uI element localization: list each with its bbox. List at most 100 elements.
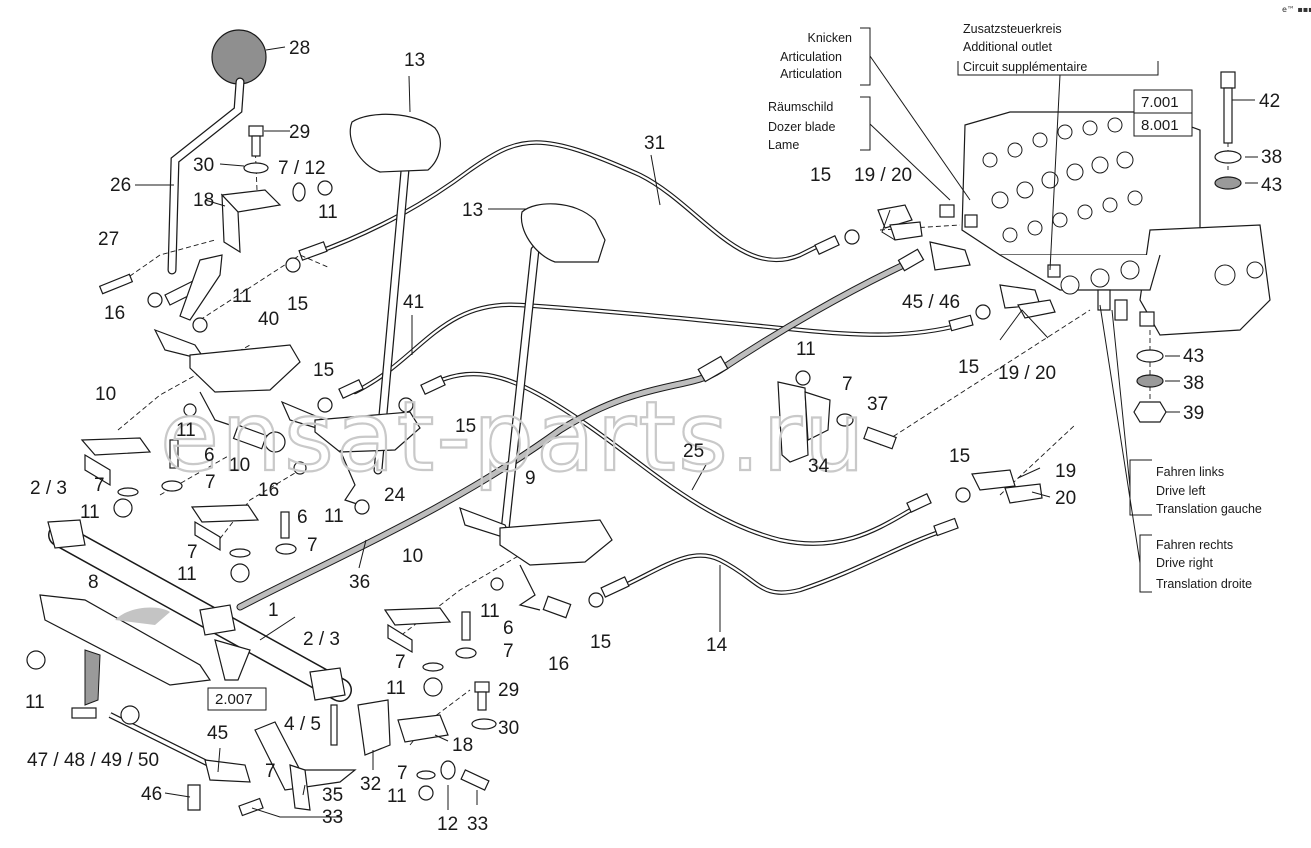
label-articulation-fr: Articulation [780,67,842,81]
callout-35: 35 [322,785,343,806]
group-brackets [860,27,1159,593]
callout-16: 16 [258,480,279,501]
callout-15: 15 [810,165,831,186]
hardware-parts [26,71,1242,817]
label-drive-right-de: Fahren rechts [1156,538,1233,552]
callout-15: 15 [590,632,611,653]
callout-38: 38 [1183,373,1204,394]
callout-13: 13 [404,50,425,71]
callout-6: 6 [503,618,514,639]
callout-36: 36 [349,572,370,593]
callout-43: 43 [1183,346,1204,367]
callout-30: 30 [498,718,519,739]
ref-8001: 8.001 [1141,117,1179,134]
callout-11: 11 [80,502,100,523]
callout-47-48-49-50: 47 / 48 / 49 / 50 [27,750,159,771]
callout-29: 29 [289,122,310,143]
callout-7: 7 [397,763,408,784]
callout-19-20: 19 / 20 [998,363,1056,384]
label-drive-right-en: Drive right [1156,556,1213,570]
callout-30: 30 [193,155,214,176]
label-drive-left-fr: Translation gauche [1156,502,1262,516]
callout-37: 37 [867,394,888,415]
callout-41: 41 [403,292,424,313]
callout-31: 31 [644,133,665,154]
callout-25: 25 [683,441,704,462]
group-labels: Knicken Articulation Articulation Räumsc… [768,22,1262,591]
leader-lines [135,46,1258,818]
callout-16: 16 [548,654,569,675]
callout-10: 10 [95,384,116,405]
label-dozer-fr: Lame [768,138,799,152]
callout-11: 11 [387,786,407,807]
label-dozer-de: Räumschild [768,100,833,114]
callout-9: 9 [525,468,536,489]
callout-24: 24 [384,485,406,506]
label-articulation-en: Articulation [780,50,842,64]
callout-34: 34 [808,456,830,477]
callout-45: 45 [207,723,228,744]
callout-11: 11 [176,420,196,441]
callout-2-3: 2 / 3 [30,478,67,499]
label-drive-left-en: Drive left [1156,484,1206,498]
callout-2-3: 2 / 3 [303,629,340,650]
callout-40: 40 [258,309,279,330]
callout-12: 12 [437,814,458,835]
label-additional-de: Zusatzsteuerkreis [963,22,1062,36]
control-valve-block [939,111,1271,336]
corner-mark: e™ ▪▪▪ [1282,5,1311,14]
callout-11: 11 [386,678,406,699]
callout-27: 27 [98,229,119,250]
callout-39: 39 [1183,403,1204,424]
callout-26: 26 [110,175,131,196]
callout-43: 43 [1261,175,1282,196]
callout-11: 11 [177,564,197,585]
callout-19-20: 19 / 20 [854,165,912,186]
callout-46: 46 [141,784,162,805]
callout-11: 11 [25,692,45,713]
callout-14: 14 [706,635,728,656]
callout-7-12: 7 / 12 [278,158,326,179]
callout-13: 13 [462,200,483,221]
label-drive-right-fr: Translation droite [1156,577,1252,591]
reference-boxes: 7.001 8.001 2.007 [207,89,1193,711]
watermark: ensat-parts.ru [160,381,867,493]
callout-29: 29 [498,680,519,701]
callout-11: 11 [480,601,500,622]
callout-18: 18 [452,735,473,756]
callout-28: 28 [289,38,310,59]
callout-6: 6 [297,507,308,528]
callout-11: 11 [324,506,344,527]
callout-15: 15 [958,357,979,378]
callout-32: 32 [360,774,381,795]
callout-33: 33 [322,807,343,828]
callout-7: 7 [205,472,216,493]
callout-7: 7 [265,761,276,782]
callout-11: 11 [796,339,816,360]
callout-10: 10 [229,455,250,476]
callout-45-46: 45 / 46 [902,292,960,313]
callout-11: 11 [318,202,338,223]
label-articulation-de: Knicken [808,31,853,45]
callout-8: 8 [88,572,99,593]
control-cables [236,140,974,611]
ref-2007: 2.007 [215,691,253,708]
callout-7: 7 [94,475,105,496]
callout-38: 38 [1261,147,1282,168]
callout-42: 42 [1259,91,1280,112]
callout-7: 7 [307,535,318,556]
ref-7001: 7.001 [1141,94,1179,111]
callout-11: 11 [232,286,252,307]
callout-7: 7 [395,652,406,673]
callout-19: 19 [1055,461,1076,482]
callout-15: 15 [287,294,308,315]
callout-7: 7 [503,641,514,662]
callout-10: 10 [402,546,423,567]
callout-7: 7 [842,374,853,395]
callout-16: 16 [104,303,125,324]
label-additional-en: Additional outlet [963,40,1052,54]
callout-1: 1 [268,600,279,621]
callout-20: 20 [1055,488,1076,509]
callout-18: 18 [193,190,214,211]
